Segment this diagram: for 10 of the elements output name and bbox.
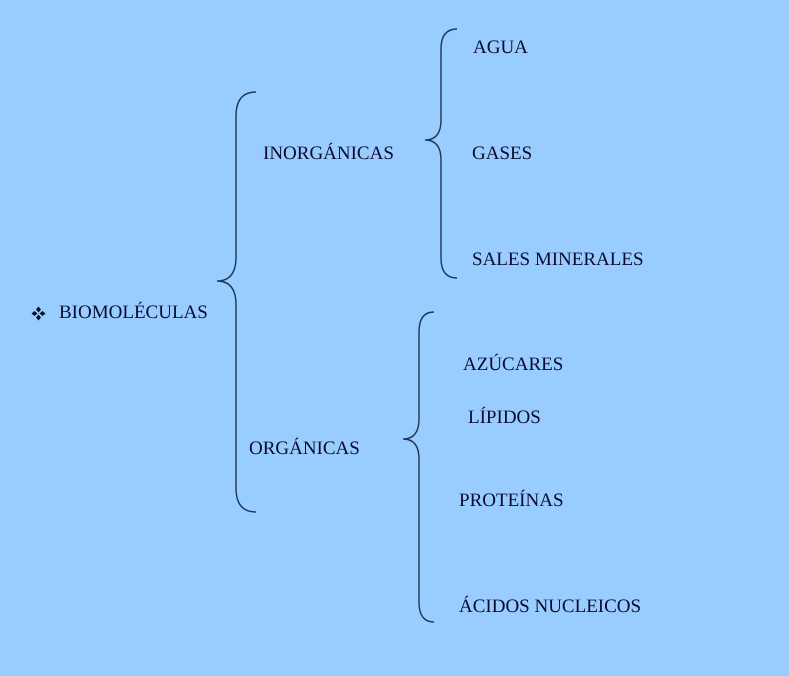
category-label: LÍPIDOS xyxy=(468,407,541,429)
category-label: AZÚCARES xyxy=(463,354,564,376)
category-label: BIOMOLÉCULAS xyxy=(59,302,208,324)
category-label: SALES MINERALES xyxy=(472,249,644,271)
category-label: PROTEÍNAS xyxy=(459,490,564,512)
category-label: ORGÁNICAS xyxy=(249,438,360,460)
category-label: ÁCIDOS NUCLEICOS xyxy=(459,596,642,618)
category-label: GASES xyxy=(472,143,532,165)
category-label: AGUA xyxy=(473,37,528,59)
category-label: INORGÁNICAS xyxy=(263,143,394,165)
